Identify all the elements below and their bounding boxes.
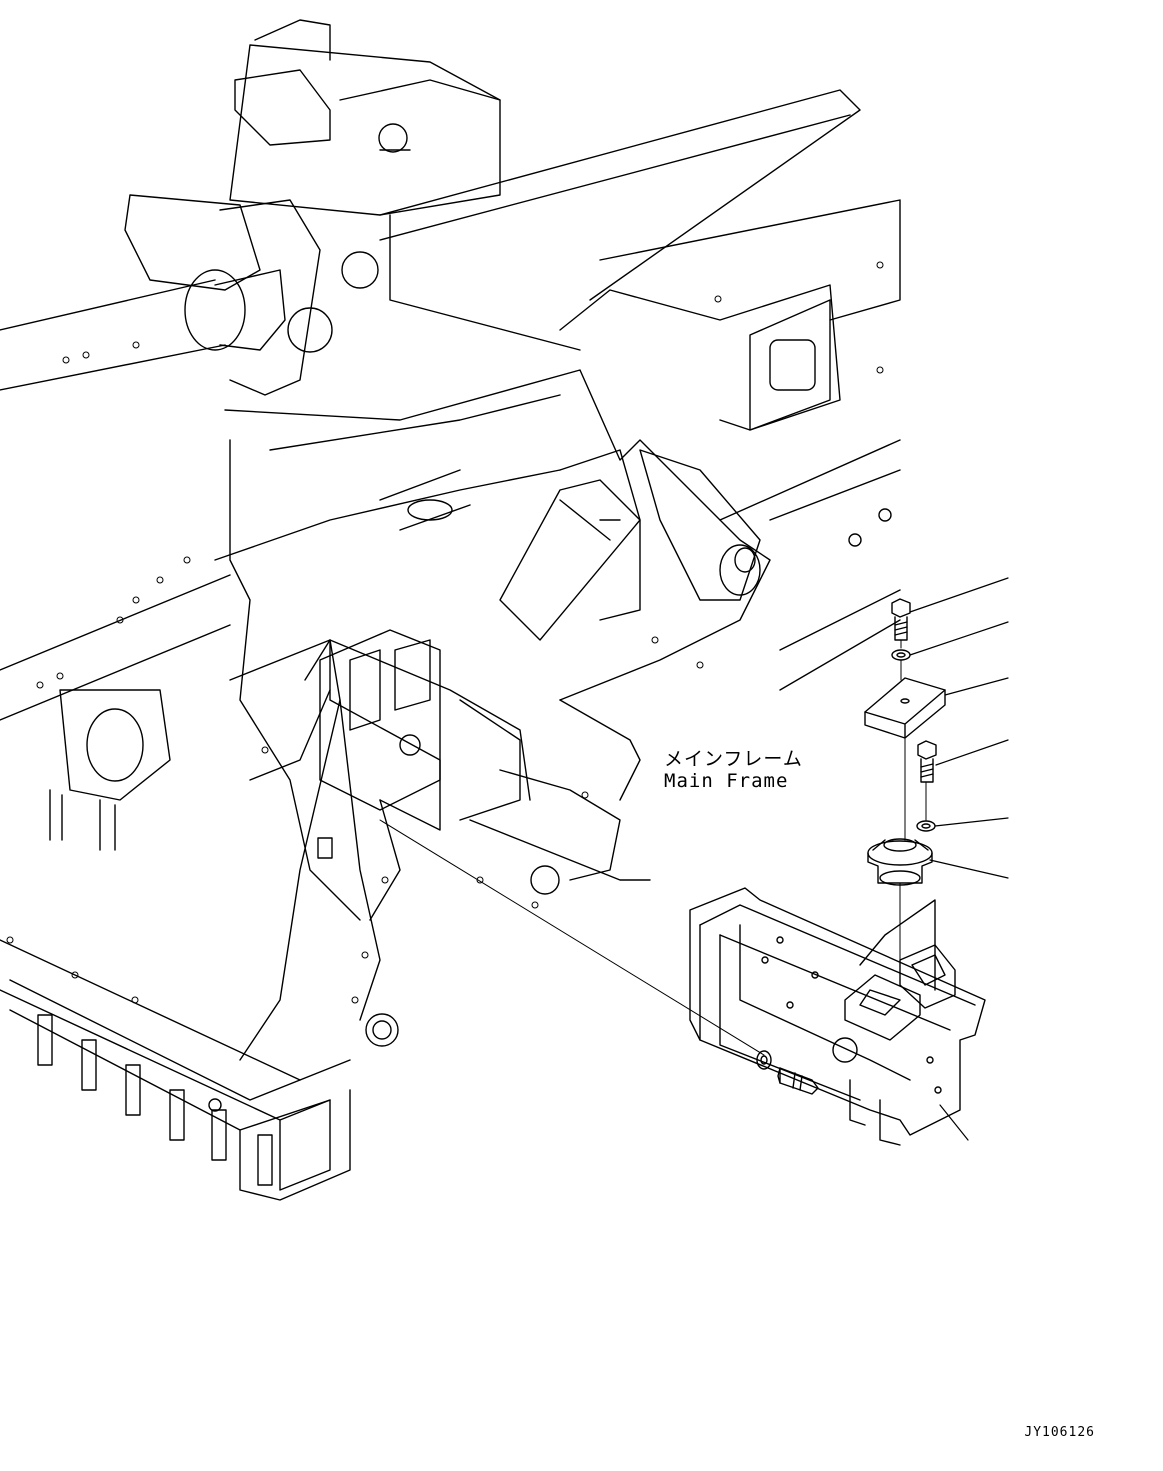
mount-bracket (689, 887, 986, 1146)
bolt-top (891, 598, 911, 641)
washer-lower-inner (760, 1055, 768, 1065)
callout-leader-lines (909, 577, 1009, 1141)
top-plate (864, 677, 946, 739)
washer-middle-inner (921, 823, 931, 829)
main-frame-label-jp: メインフレーム (664, 748, 803, 770)
drawing-id: JY106126 (1024, 1425, 1095, 1440)
washer-top (891, 649, 911, 661)
rubber-mount (867, 838, 933, 886)
main-frame (0, 19, 901, 1201)
washer-inner (896, 652, 906, 658)
bolt-middle (917, 740, 937, 783)
washer-lower (756, 1050, 772, 1070)
washer-middle (916, 820, 936, 832)
bolt-lower (777, 1067, 819, 1095)
main-frame-label-en: Main Frame (664, 770, 789, 792)
assembly-guide-lines (379, 639, 927, 1056)
